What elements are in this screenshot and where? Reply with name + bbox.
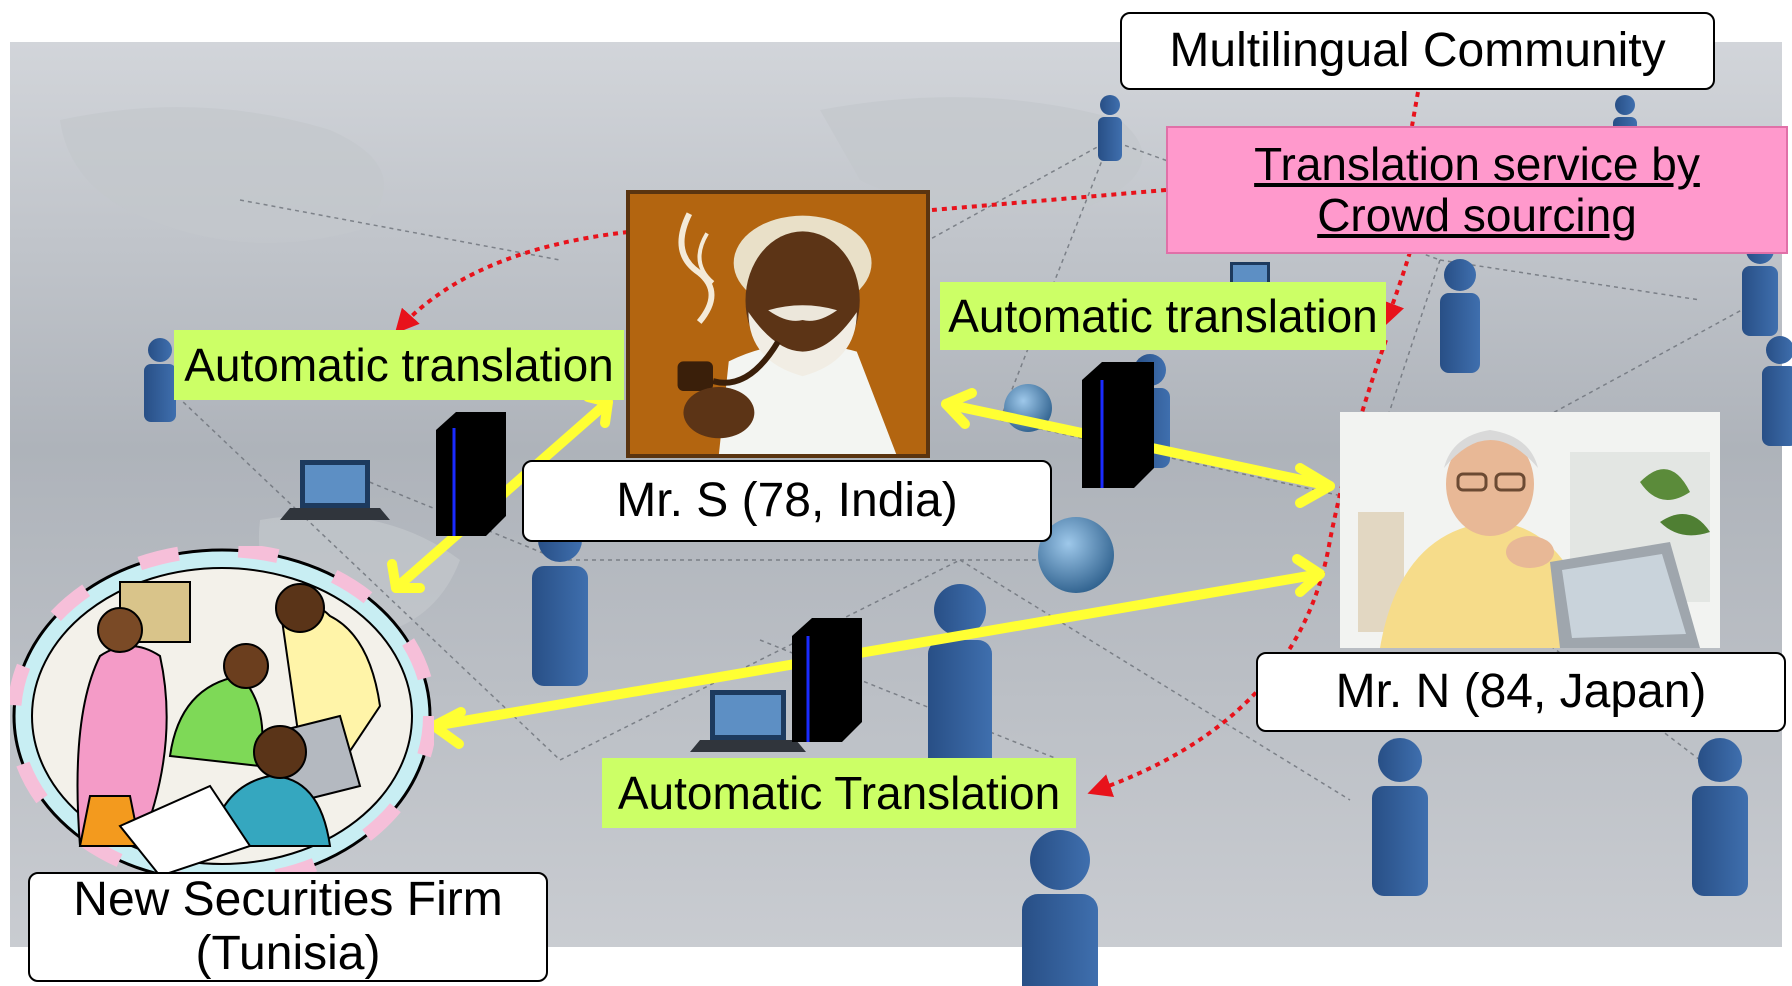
mr-s-picture <box>626 190 930 458</box>
service-line1: Translation service by <box>1254 138 1700 191</box>
community-box: Multilingual Community <box>1120 12 1715 90</box>
crowd-links <box>394 91 1420 798</box>
firm-label-line2: (Tunisia) <box>195 927 381 980</box>
link-service-bottom-label <box>1087 339 1388 798</box>
office-team-icon <box>7 543 437 889</box>
label-auto-translation-bottom: Automatic Translation <box>602 758 1076 828</box>
link-mr-s-left-label <box>394 230 629 334</box>
firm-label-line1: New Securities Firm <box>73 873 503 927</box>
server-tower-icon <box>1082 362 1154 488</box>
service-line2: Crowd sourcing <box>1317 189 1637 241</box>
link-service-mr-s <box>931 188 1167 212</box>
translation-service-box: Translation service by Crowd sourcing <box>1166 126 1788 254</box>
elderly-man-laptop-icon <box>1340 412 1720 648</box>
mr-n-label: Mr. N (84, Japan) <box>1335 665 1707 719</box>
arrow-firm-mr-n <box>429 554 1325 749</box>
label-auto-translation-left: Automatic translation <box>174 330 624 400</box>
server-tower-icon <box>792 618 862 742</box>
mr-n-box: Mr. N (84, Japan) <box>1256 652 1786 732</box>
label-auto-translation-bottom-text: Automatic Translation <box>617 767 1061 819</box>
mr-s-box: Mr. S (78, India) <box>522 460 1052 542</box>
mr-n-picture <box>1340 412 1720 648</box>
mr-s-label: Mr. S (78, India) <box>616 474 958 528</box>
old-man-with-pipe-icon <box>677 212 897 454</box>
label-auto-translation-right-text: Automatic translation <box>948 290 1378 342</box>
firm-box: New Securities Firm (Tunisia) <box>28 872 548 982</box>
community-label: Multilingual Community <box>1169 24 1666 78</box>
link-service-right-label <box>1381 251 1412 327</box>
label-auto-translation-left-text: Automatic translation <box>184 339 614 391</box>
firm-picture <box>7 543 437 889</box>
server-tower-icon <box>436 412 506 536</box>
label-auto-translation-right: Automatic translation <box>940 282 1386 350</box>
link-community-service <box>1410 91 1420 127</box>
